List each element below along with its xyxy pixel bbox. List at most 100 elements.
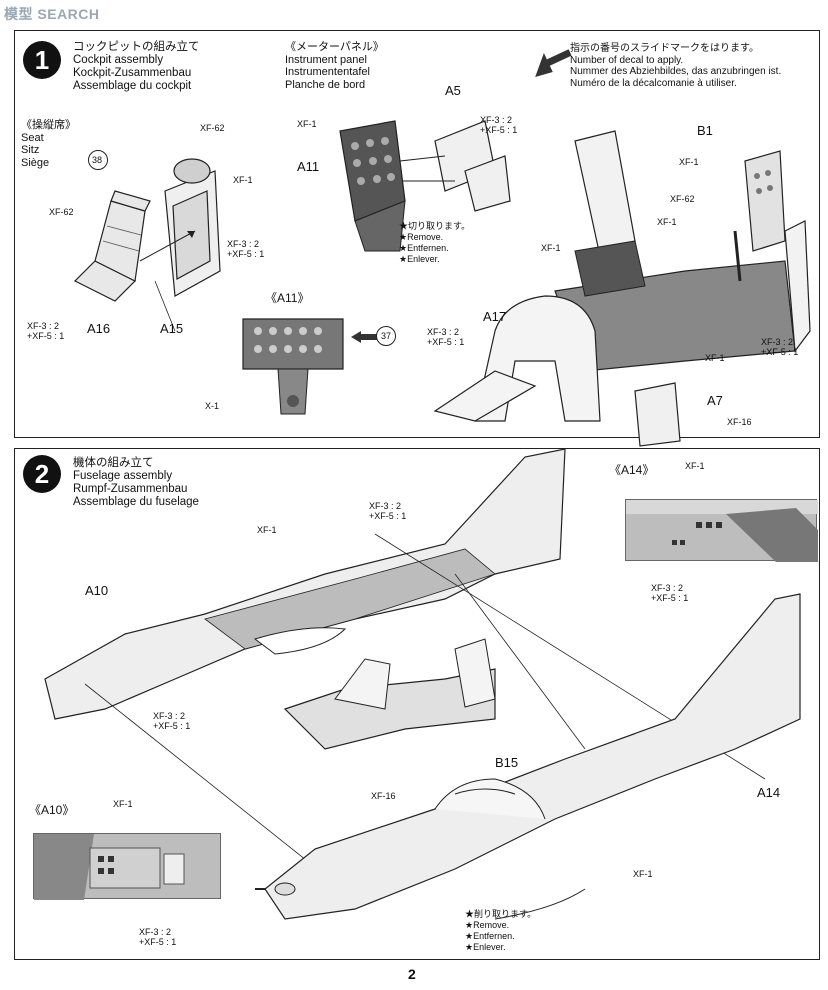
paint-mix-a14-2: +XF-5 : 1 [651, 593, 689, 603]
part-a10: A10 [85, 583, 109, 598]
remove-note-step2-de: ★Entfernen. [465, 931, 515, 941]
inset-a14-title: 《A14》 [609, 463, 655, 477]
step1-title: コックピットの組み立て Cockpit assembly Kockpit-Zus… [73, 41, 200, 93]
paint-xf1-panel: XF-1 [297, 119, 317, 129]
decal-37-label: 37 [381, 331, 392, 341]
title-de: Rumpf-Zusammenbau [73, 483, 188, 495]
paint-mix-a14: XF-3 : 2 +XF-5 : 1 [651, 583, 688, 603]
seat-header-en: Seat [21, 131, 44, 144]
paint-mix-panel-2: +XF-5 : 1 [480, 125, 518, 135]
paint-mix-left-1: XF-3 : 2 [153, 711, 186, 721]
decal-note-de: Nummer des Abziehbildes, das anzubringen… [570, 66, 782, 77]
paint-mix-seat-2: +XF-5 : 1 [27, 331, 65, 341]
remove-note-step1-fr: ★Enlever. [399, 254, 440, 264]
panel-header-de: Instrumententafel [285, 66, 370, 78]
paint-mix-a17-2: +XF-5 : 1 [427, 337, 465, 347]
paint-mix-tail-1: XF-3 : 2 [369, 501, 402, 511]
panel-header-fr: Planche de bord [285, 78, 366, 91]
title-fr: Assemblage du fuselage [73, 496, 199, 508]
seat-header-jp: 《操縦席》 [21, 119, 76, 131]
step1-panel: 1 コックピットの組み立て Cockpit assembly Kockpit-Z… [14, 30, 820, 447]
part-a11: A11 [297, 159, 320, 174]
paint-xf1-a: XF-1 [233, 175, 253, 185]
page-number: 2 [408, 966, 416, 982]
paint-mix-left-2: +XF-5 : 1 [153, 721, 191, 731]
paint-mix-tail-2: +XF-5 : 1 [369, 511, 407, 521]
title-en: Cockpit assembly [73, 54, 164, 66]
remove-note-step2-jp: ★削り取ります。 [465, 909, 537, 919]
paint-xf1-floor2: XF-1 [705, 353, 725, 363]
title-fr: Assemblage du cockpit [73, 80, 192, 92]
paint-mix-panel: XF-3 : 2 +XF-5 : 1 [480, 115, 517, 135]
part-b15: B15 [495, 755, 519, 770]
paint-xf1-floor: XF-1 [541, 243, 561, 253]
paint-mix-a-1: XF-3 : 2 [227, 239, 260, 249]
remove-note-step2-en: ★Remove. [465, 920, 510, 930]
part-a15: A15 [160, 321, 184, 336]
part-a5: A5 [445, 83, 461, 98]
decal-37-icon [376, 326, 396, 346]
remove-note-step1-en: ★Remove. [399, 232, 444, 242]
paint-mix-a10-2: +XF-5 : 1 [139, 937, 177, 947]
instrument-panel-drawing [339, 120, 511, 252]
part-a17: A17 [483, 309, 507, 324]
paint-xf62-b1: XF-62 [670, 194, 695, 204]
part-a7: A7 [707, 393, 723, 408]
remove-note-step1: ★切り取ります。 ★Remove. ★Entfernen. ★Enlever. [399, 221, 470, 265]
decal-38-label: 38 [92, 155, 103, 165]
seat-header-fr: Siège [21, 156, 50, 169]
paint-mix-seat-1: XF-3 : 2 [27, 321, 60, 331]
decal-note-jp: 指示の番号のスライドマークをはります。 [570, 43, 759, 54]
panel-header: 《メーターパネル》 Instrument panel Instrumentent… [285, 41, 384, 91]
paint-xf1-b1b: XF-1 [657, 217, 677, 227]
paint-xf1-a10: XF-1 [113, 799, 133, 809]
inset-a14 [625, 499, 818, 562]
panel-header-jp: 《メーターパネル》 [285, 41, 384, 53]
seat-header-de: Sitz [21, 144, 40, 156]
part-a14: A14 [757, 785, 781, 800]
paint-mix-left: XF-3 : 2 +XF-5 : 1 [153, 711, 190, 731]
decal-arrow-icon [535, 49, 572, 77]
paint-xf16-step2: XF-16 [371, 791, 396, 801]
decal-37-arrow-icon [351, 331, 377, 343]
paint-xf1-top: XF-1 [257, 525, 277, 535]
remove-note-step1-jp: ★切り取ります。 [399, 221, 471, 231]
decal-38-icon [88, 150, 108, 170]
decal-note-fr: Numéro de la décalcomanie à utiliser. [570, 77, 737, 89]
part-a16: A16 [87, 321, 111, 336]
remove-note-step2: ★削り取ります。 ★Remove. ★Entfernen. ★Enlever. [465, 909, 536, 953]
paint-mix-right-2: +XF-5 : 1 [761, 347, 799, 357]
paint-mix-a10-1: XF-3 : 2 [139, 927, 172, 937]
inset-a10-title: 《A10》 [29, 803, 75, 817]
paint-mix-a17: XF-3 : 2 +XF-5 : 1 [427, 327, 464, 347]
paint-xf62-seat: XF-62 [49, 207, 74, 217]
paint-mix-right: XF-3 : 2 +XF-5 : 1 [761, 337, 798, 357]
title-jp: 機体の組み立て [73, 457, 154, 469]
paint-mix-right-1: XF-3 : 2 [761, 337, 794, 347]
inset-a14-drawing [626, 500, 818, 562]
seat-drawing [73, 158, 221, 332]
paint-xf1-a14: XF-1 [685, 461, 705, 471]
inset-a10-drawing [34, 834, 185, 900]
cockpit-tub-drawing [433, 130, 811, 447]
step2-title: 機体の組み立て Fuselage assembly Rumpf-Zusammen… [73, 457, 199, 509]
remove-note-step2-fr: ★Enlever. [465, 942, 506, 952]
inset-a11-drawing [242, 318, 344, 415]
paint-mix-a14-1: XF-3 : 2 [651, 583, 684, 593]
paint-mix-panel-1: XF-3 : 2 [480, 115, 513, 125]
part-b1: B1 [697, 123, 713, 138]
title-en: Fuselage assembly [73, 470, 173, 482]
paint-mix-tail: XF-3 : 2 +XF-5 : 1 [369, 501, 406, 521]
step2-number: 2 [23, 455, 61, 493]
step1-number: 1 [23, 41, 61, 79]
decal-note-en: Number of decal to apply. [570, 54, 684, 66]
paint-xf62-a: XF-62 [200, 123, 225, 133]
seat-header: 《操縦席》 Seat Sitz Siège [21, 119, 76, 169]
decal-note: 指示の番号のスライドマークをはります。 Number of decal to a… [570, 43, 781, 89]
paint-mix-a: XF-3 : 2 +XF-5 : 1 [227, 239, 264, 259]
paint-mix-a-2: +XF-5 : 1 [227, 249, 265, 259]
fuselage-right-half-drawing [255, 593, 801, 920]
inset-a11-title: 《A11》 [265, 291, 310, 305]
inset-a10 [33, 833, 221, 900]
paint-mix-a10: XF-3 : 2 +XF-5 : 1 [139, 927, 176, 947]
